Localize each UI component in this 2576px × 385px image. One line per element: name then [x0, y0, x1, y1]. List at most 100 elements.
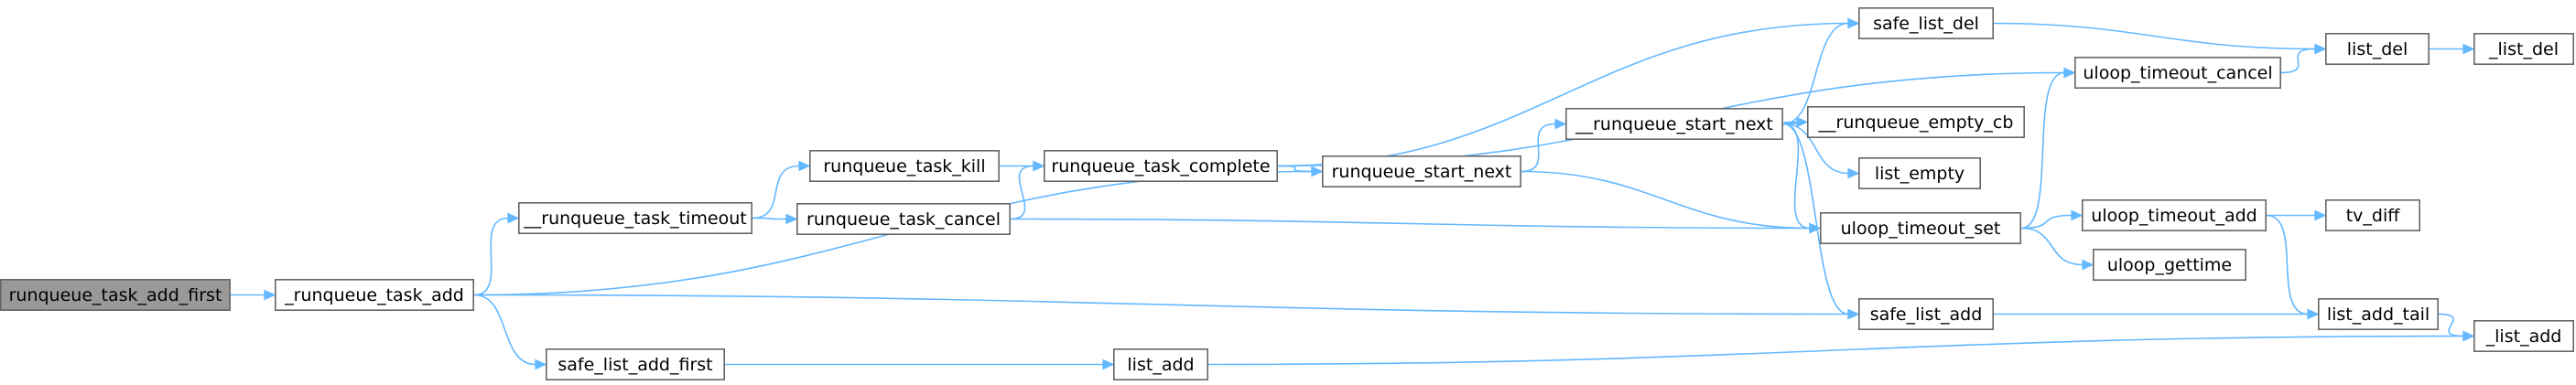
node-label: _runqueue_task_add [284, 285, 464, 305]
edge-uloop_timeout_add-to-list_add_tail [2266, 214, 2309, 315]
edge-arrowhead-__runqueue_start_next-to-__runqueue_empty_cb [1796, 116, 1809, 128]
edge-runqueue_task_cancel-to-runqueue_task_complete [1010, 165, 1034, 220]
node-label: uloop_timeout_cancel [2083, 63, 2272, 83]
node-box [2082, 199, 2268, 232]
edge-list_add-to-_list_add [1207, 335, 2464, 366]
node-label: runqueue_task_add_first [9, 285, 222, 305]
node-box [1113, 348, 1209, 380]
edge-arrowhead-safe_list_add_first-to-list_add [1102, 358, 1115, 370]
node-box [796, 203, 1011, 236]
edge-arrowhead-_runqueue_task_add-to-safe_list_add_first [535, 358, 547, 370]
node-uloop_timeout_set[interactable]: uloop_timeout_set [1820, 212, 2022, 245]
edge-runqueue_start_next-to-__runqueue_start_next [1521, 123, 1556, 173]
edge-uloop_timeout_set-to-uloop_timeout_add [2020, 214, 2073, 230]
edge-arrowhead-runqueue_task_cancel-to-runqueue_task_complete [1033, 160, 1045, 172]
edge-arrowhead-runqueue_start_next-to-__runqueue_start_next [1554, 118, 1567, 130]
node-box [545, 348, 725, 380]
node-__runqueue_start_next[interactable]: __runqueue_start_next [1565, 108, 1784, 141]
node-runqueue_task_cancel[interactable]: runqueue_task_cancel [796, 203, 1011, 236]
node-box [1820, 212, 2022, 245]
node-label: uloop_timeout_set [1841, 219, 2001, 239]
nodes-layer: runqueue_task_add_first _runqueue_task_ad… [0, 7, 2575, 380]
edge-runqueue_start_next-to-uloop_timeout_set [1521, 170, 1811, 230]
edge-uloop_timeout_set-to-uloop_gettime [2020, 227, 2084, 266]
edge-safe_list_del-to-list_del [1993, 22, 2316, 50]
node-runqueue_task_complete[interactable]: runqueue_task_complete [1044, 150, 1279, 183]
node-label: __runqueue_empty_cb [1818, 112, 2014, 133]
edge-arrowhead-__runqueue_start_next-to-safe_list_del [1847, 17, 1860, 29]
node-label: list_add [1127, 355, 1194, 375]
node-box [2318, 297, 2440, 330]
node-box [2074, 56, 2282, 90]
node-label: __runqueue_start_next [1575, 114, 1773, 134]
edge-list_add_tail-to-_list_add [2438, 313, 2464, 337]
node-safe_list_add_first[interactable]: safe_list_add_first [545, 348, 725, 380]
node-box [274, 278, 474, 311]
edge-__runqueue_start_next-to-safe_list_add [1782, 123, 1849, 315]
node-runqueue_task_kill[interactable]: runqueue_task_kill [808, 150, 1000, 183]
node-label: list_del [2347, 39, 2408, 59]
node-tv_diff[interactable]: tv_diff [2325, 199, 2421, 232]
edge-_runqueue_task_add-to-__runqueue_task_timeout [473, 217, 509, 296]
edge-arrowhead-list_add-to-_list_add [2462, 330, 2475, 342]
node-box [1858, 297, 1995, 330]
node-box [1565, 108, 1784, 141]
node-label: uloop_gettime [2107, 255, 2232, 275]
node-box [2473, 32, 2575, 66]
node-label: runqueue_start_next [1332, 162, 1512, 182]
node-_list_add[interactable]: _list_add [2473, 319, 2575, 352]
node-list_del[interactable]: list_del [2325, 32, 2430, 66]
edge-__runqueue_task_timeout-to-runqueue_task_kill [752, 165, 800, 219]
node-box [2093, 248, 2247, 281]
node-box [0, 278, 231, 311]
node-runqueue_start_next[interactable]: runqueue_start_next [1322, 155, 1522, 188]
node-label: list_add_tail [2327, 305, 2430, 325]
edge-arrowhead-__runqueue_start_next-to-list_empty [1847, 167, 1860, 179]
node-box [1807, 106, 2026, 139]
node-__runqueue_task_timeout[interactable]: __runqueue_task_timeout [517, 202, 752, 235]
edge-arrowhead-__runqueue_start_next-to-uloop_timeout_set [1809, 222, 1822, 234]
node-safe_list_del[interactable]: safe_list_del [1858, 7, 1995, 40]
node-__runqueue_empty_cb[interactable]: __runqueue_empty_cb [1807, 106, 2026, 139]
edge-arrowhead-__runqueue_task_timeout-to-runqueue_task_kill [798, 160, 811, 172]
node-_list_del[interactable]: _list_del [2473, 32, 2575, 66]
edge-arrowhead-__runqueue_start_next-to-safe_list_add [1847, 308, 1860, 320]
edge-__runqueue_start_next-to-uloop_timeout_set [1782, 123, 1811, 230]
edge-_runqueue_task_add-to-safe_list_add [473, 294, 1849, 315]
node-box [1322, 155, 1522, 188]
node-uloop_timeout_add[interactable]: uloop_timeout_add [2082, 199, 2268, 232]
node-box [2325, 32, 2430, 66]
edge-__runqueue_start_next-to-safe_list_del [1782, 22, 1849, 125]
node-label: tv_diff [2346, 206, 2401, 226]
node-label: safe_list_add [1870, 305, 1983, 325]
node-box [1044, 150, 1279, 183]
edge-arrowhead-__runqueue_task_timeout-to-runqueue_task_cancel [785, 213, 798, 225]
edge-runqueue_task_complete-to-safe_list_del [1277, 22, 1849, 167]
node-uloop_gettime[interactable]: uloop_gettime [2093, 248, 2247, 281]
node-uloop_timeout_cancel[interactable]: uloop_timeout_cancel [2074, 56, 2282, 90]
node-label: __runqueue_task_timeout [523, 209, 746, 229]
node-box [2325, 199, 2421, 232]
node-list_add_tail[interactable]: list_add_tail [2318, 297, 2440, 330]
node-label: runqueue_task_kill [823, 156, 985, 176]
node-label: _list_del [2488, 39, 2559, 59]
node-_runqueue_task_add[interactable]: _runqueue_task_add [274, 278, 474, 311]
edge-__runqueue_start_next-to-__runqueue_empty_cb [1782, 121, 1798, 125]
node-label: runqueue_task_cancel [806, 209, 1001, 230]
node-list_empty[interactable]: list_empty [1858, 157, 1982, 190]
node-label: safe_list_del [1873, 14, 1979, 34]
node-label: safe_list_add_first [557, 355, 712, 375]
node-safe_list_add[interactable]: safe_list_add [1858, 297, 1995, 330]
node-box [808, 150, 1000, 183]
edge-arrowhead-runqueue_task_add_first-to-_runqueue_task_add [264, 289, 276, 301]
node-list_add[interactable]: list_add [1113, 348, 1209, 380]
edge-runqueue_task_cancel-to-uloop_timeout_set [1010, 218, 1811, 230]
node-label: runqueue_task_complete [1051, 156, 1270, 176]
node-box [517, 202, 752, 235]
edge-runqueue_task_complete-to-runqueue_start_next [1277, 165, 1313, 173]
edge-arrowhead-runqueue_task_complete-to-runqueue_start_next [1311, 166, 1324, 177]
edge-arrowhead-safe_list_add-to-list_add_tail [2307, 308, 2320, 320]
edge-arrowhead-uloop_timeout_cancel-to-list_del [2314, 43, 2327, 55]
node-box [2473, 319, 2575, 352]
